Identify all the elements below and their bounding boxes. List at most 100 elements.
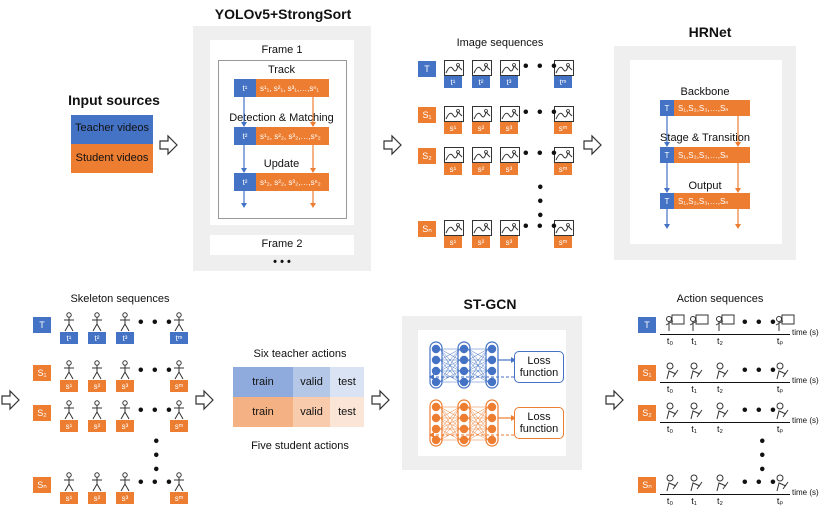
image-frame-icon [444,220,464,236]
image-frame-tag: s¹ [444,236,462,248]
action-time-tick: t₁ [691,384,697,394]
image-frame-icon [500,147,520,163]
skeleton-row-label: S₁ [33,365,51,381]
output-label: Output [688,180,722,192]
hollow-arrow-icons [1,134,624,411]
frame1-label: Frame 1 [261,44,303,56]
action-row-label: T [638,317,656,333]
image-frame-tag: s³ [500,163,518,175]
teacher-videos-box [71,115,153,144]
skeleton-frame-tag: t³ [116,332,134,344]
skeleton-vertical-dots: • • • [147,438,164,474]
image-frame-icon [472,147,492,163]
skeleton-figure-icon [118,312,132,337]
action-frame-icon [714,402,736,425]
action-time-label: time (s) [792,416,819,425]
output-s: S₁,S₂,S₃,…,Sₙ [674,193,750,209]
image-frame-tag: sᵐ [554,236,572,248]
image-row-dots: • • • [523,145,559,162]
image-frame-icon [500,220,520,236]
teacher-videos-label: Teacher videos [75,122,149,134]
skeleton-row-label: T [33,317,51,333]
action-time-tick: t₂ [717,384,723,394]
teacher-test: test [330,367,364,397]
track-label: Track [267,64,296,76]
detect-teacher-cell: t² [234,127,256,145]
detection-bar: t² s¹₂, s²₂, s³₂,…,sⁿ₂ [234,127,329,145]
detect-student-cell: s¹₂, s²₂, s³₂,…,sⁿ₂ [256,127,329,145]
image-frame-icon [554,60,574,76]
input-sources-title: Input sources [68,92,160,108]
skeleton-frame-tag: t² [88,332,106,344]
image-frame-tag: t³ [500,76,518,88]
teacher-train: train [233,367,293,397]
stage-label: Stage & Transition [660,132,750,144]
action-frame-icon [664,474,686,497]
action-frame-icon [774,402,796,425]
action-frame-icon [714,314,736,337]
image-frame-tag: t¹ [444,76,462,88]
action-time-tick: t₁ [691,496,697,506]
action-time-tick: t₀ [666,336,674,346]
teacher-actions-title: Six teacher actions [253,348,347,360]
skeleton-row-dots: • • • [138,314,174,331]
action-time-tick: t₂ [717,424,723,434]
image-sequences-title: Image sequences [456,37,544,49]
action-timeline [660,382,790,383]
action-frame-icon [664,402,686,425]
image-row-dots: • • • [523,218,559,235]
backbone-label: Backbone [680,86,730,98]
skeleton-title: Skeleton sequences [70,293,170,305]
skeleton-row-label: Sₙ [33,477,51,493]
image-row-label: T [418,61,436,77]
skeleton-frame-tag: s³ [116,492,134,504]
action-frame-icon [664,362,686,385]
skeleton-figure-icon [172,472,186,497]
action-time-tick: tₚ [776,496,784,506]
action-frame-icon [688,474,710,497]
action-time-tick: tₚ [776,384,784,394]
update-label: Update [263,158,300,170]
image-frame-icon [472,60,492,76]
image-vertical-dots: • • • [531,184,548,220]
arrow-skeleton-to-actions [195,389,214,411]
action-time-label: time (s) [792,488,819,497]
action-time-tick: t₂ [717,496,723,506]
image-frame-tag: sᵐ [554,163,572,175]
skeleton-frame-tag: s¹ [60,492,78,504]
backbone-s: S₁,S₂,S₃,…,Sₙ [674,100,750,116]
stgcn-networks [429,341,516,447]
action-frame-icon [714,474,736,497]
skeleton-figure-icon [62,400,76,425]
skeleton-frame-tag: sᵐ [170,420,188,432]
skeleton-frame-tag: s² [88,420,106,432]
output-t: T [660,193,674,209]
image-row-dots: • • • [523,104,559,121]
teacher-valid: valid [293,367,330,397]
image-frame-icon [554,220,574,236]
action-row-dots: • • • [742,314,778,331]
action-frame-icon [688,362,710,385]
skeleton-figure-icon [172,312,186,337]
update-teacher-cell: t² [234,173,256,191]
action-time-tick: t₂ [717,336,723,346]
update-student-cell: s¹₂, s²₂, s³₂,…,sⁿ₂ [256,173,329,191]
loss-function-student: Loss function [514,407,564,439]
action-time-tick: t₁ [691,336,697,346]
image-frame-tag: t² [472,76,490,88]
student-videos-box [71,144,153,173]
skeleton-frame-tag: s¹ [60,380,78,392]
skeleton-figure-icon [118,400,132,425]
detection-label: Detection & Matching [229,112,334,124]
action-frame-icon [664,314,686,337]
arrow-input-to-yolo [159,134,178,156]
student-videos-label: Student videos [75,152,149,164]
backbone-bar: T S₁,S₂,S₃,…,Sₙ [660,100,750,116]
skeleton-frame-tag: s³ [116,380,134,392]
image-frame-tag: s³ [500,122,518,134]
skeleton-figure-icon [62,360,76,385]
action-time-tick: t₀ [666,424,674,434]
image-frame-tag: s² [472,236,490,248]
skeleton-figure-icon [62,472,76,497]
